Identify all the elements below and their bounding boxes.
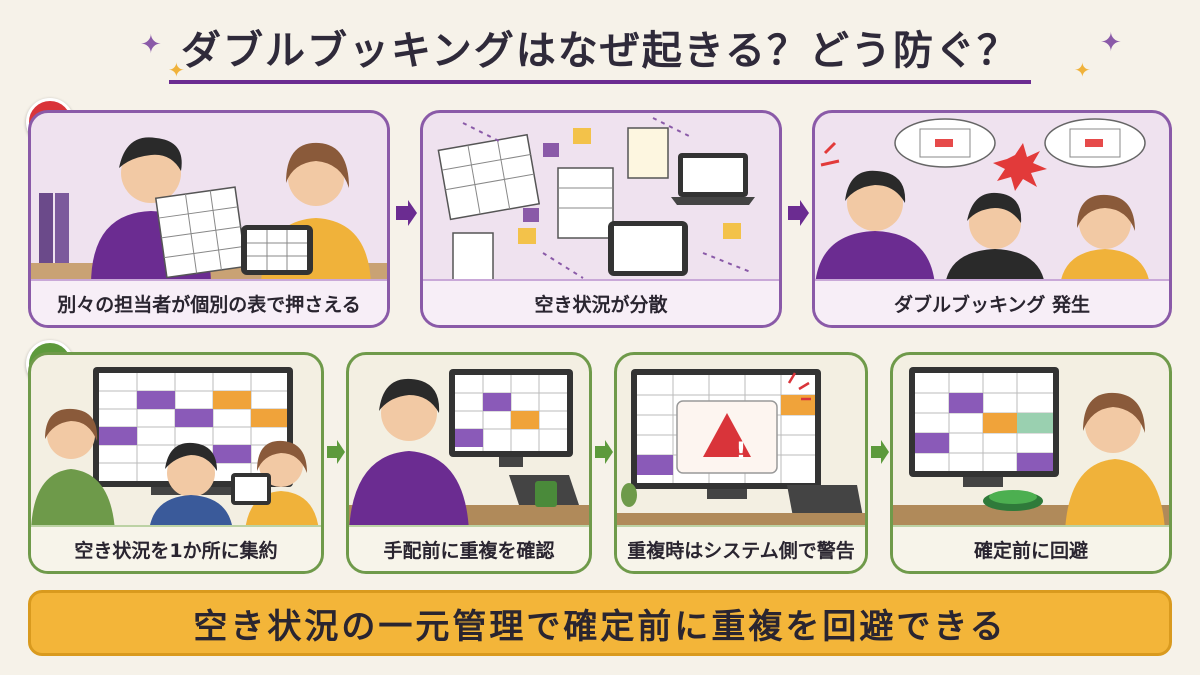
- separate-sheets-illustration: [31, 137, 387, 285]
- sparkle-icon: ✦: [140, 30, 162, 60]
- title-area: ダブルブッキングはなぜ起きる？どう防ぐ？: [0, 18, 1200, 84]
- scattered-schedules-illustration: [437, 117, 755, 282]
- sparkle-icon: ✦: [1074, 58, 1091, 82]
- centralized-calendar-illustration: [31, 367, 319, 531]
- step-caption: 別々の担当者が個別の表で押さえる: [31, 279, 387, 325]
- problem-step-2-panel: 空き状況が分散: [420, 110, 782, 328]
- solution-step-1-panel: 空き状況を1か所に集約: [28, 352, 324, 574]
- system-warning-illustration: [617, 369, 865, 531]
- double-booking-illustration: [815, 118, 1150, 285]
- sparkle-icon: ✦: [168, 58, 185, 82]
- step-caption: 手配前に重複を確認: [349, 525, 589, 571]
- page-title: ダブルブッキングはなぜ起きる？どう防ぐ？: [169, 18, 1031, 84]
- arrow-right-icon: [788, 200, 809, 226]
- warning-icon: !: [735, 437, 747, 465]
- arrow-right-icon: [595, 440, 613, 464]
- step-caption: 確定前に回避: [893, 525, 1169, 571]
- arrow-right-icon: [327, 440, 345, 464]
- arrow-right-icon: [871, 440, 889, 464]
- step-caption: ダブルブッキング 発生: [815, 279, 1169, 325]
- problem-step-1-panel: 別々の担当者が個別の表で押さえる: [28, 110, 390, 328]
- arrow-right-icon: [396, 200, 417, 226]
- step-caption: 空き状況が分散: [423, 279, 779, 325]
- step-caption: 空き状況を1か所に集約: [31, 525, 321, 571]
- problem-step-3-panel: ダブルブッキング 発生: [812, 110, 1172, 328]
- sparkle-icon: ✦: [1100, 28, 1122, 58]
- solution-step-3-panel: ! 重複時はシステム側で警告: [614, 352, 868, 574]
- solution-step-4-panel: 確定前に回避: [890, 352, 1172, 574]
- avoided-conflict-illustration: [893, 367, 1169, 531]
- solution-step-2-panel: 手配前に重複を確認: [346, 352, 592, 574]
- pre-check-illustration: [349, 369, 589, 531]
- conclusion-banner: 空き状況の一元管理で確定前に重複を回避できる: [28, 590, 1172, 656]
- step-caption: 重複時はシステム側で警告: [617, 525, 865, 571]
